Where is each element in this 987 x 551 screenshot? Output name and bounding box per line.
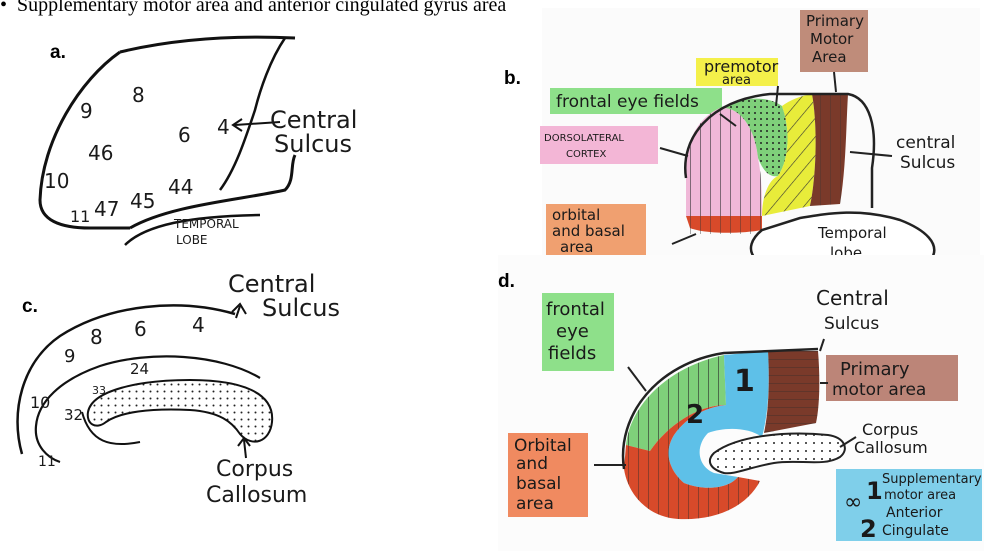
panel-c-num-33: 33 (92, 384, 106, 397)
panel-a-drawing: 9 8 6 4 46 10 11 47 45 44 Central Sulcus… (20, 30, 490, 250)
panel-b-central-label-1: central (896, 133, 955, 153)
panel-d-legend-1-num: 1 (866, 477, 883, 505)
panel-b: b. (500, 8, 980, 278)
panel-c-callosum-label-2: Callosum (206, 483, 307, 508)
panel-c-central-label-2: Sulcus (262, 294, 340, 322)
panel-a: a. 9 8 6 4 46 10 11 47 45 44 Central Sul… (20, 30, 490, 250)
panel-a-temporal-label-1: TEMPORAL (173, 217, 239, 231)
panel-a-num-8: 8 (132, 83, 145, 107)
panel-d-region-1: 1 (734, 364, 755, 399)
panel-d-legend-2-num: 2 (860, 515, 877, 543)
panel-d-legend-2-text-1: Anterior (886, 505, 943, 521)
panel-c-num-4: 4 (192, 313, 205, 337)
panel-c-corpus-callosum (88, 380, 272, 442)
panel-c-callosum-arrow (244, 440, 246, 458)
panel-b-dlpfc-label-2: CORTEX (566, 149, 607, 160)
panel-a-num-46: 46 (88, 141, 113, 165)
panel-d-fef-label-2: eye (556, 321, 589, 342)
panel-a-num-45: 45 (130, 189, 155, 213)
panel-c-num-10: 10 (30, 393, 50, 412)
panel-a-num-4: 4 (217, 115, 230, 139)
panel-b-temporal-label-1: Temporal (817, 224, 887, 242)
panel-d-legend-symbol: ∞ (844, 490, 862, 515)
panel-d: d. (498, 255, 984, 551)
panel-d-central-label-1: Central (816, 286, 889, 310)
panel-a-num-11: 11 (70, 207, 90, 226)
panel-d-callosum-label-1: Corpus (862, 420, 918, 439)
panel-d-orbital-label-3: basal (516, 474, 561, 494)
panel-b-central-label-2: Sulcus (900, 153, 955, 173)
panel-c-drawing: Central Sulcus 9 8 6 4 24 10 33 32 11 Co… (0, 262, 490, 551)
panel-a-num-6: 6 (178, 123, 191, 147)
panel-a-num-9: 9 (80, 99, 93, 123)
panel-b-orbital-stripes (686, 216, 762, 234)
panel-a-central-label-2: Sulcus (274, 130, 352, 158)
panel-c: c. Central Sulcus 9 8 6 4 24 10 33 32 11… (0, 262, 490, 551)
panel-b-primary-label-2: Motor (810, 30, 854, 48)
panel-d-orbital-label-1: Orbital (514, 436, 572, 456)
panel-b-drawing: premotor area Primary Motor Area frontal… (500, 8, 980, 278)
panel-b-fef-label: frontal eye fields (556, 92, 699, 112)
panel-d-fef-label-1: frontal (546, 299, 605, 320)
panel-b-orbital-label-3: area (560, 238, 593, 256)
panel-c-num-24: 24 (130, 360, 149, 378)
panel-b-dlpfc-label-1: DORSOLATERAL (544, 133, 624, 144)
panel-b-primary-label-3: Area (812, 48, 847, 66)
panel-a-num-47: 47 (94, 197, 119, 221)
panel-c-callosum-label-1: Corpus (216, 457, 293, 482)
panel-d-orbital-label-4: area (516, 494, 554, 514)
panel-d-orbital-label-2: and (516, 454, 548, 474)
panel-c-num-32: 32 (64, 406, 83, 424)
panel-d-fef-label-3: fields (548, 343, 596, 364)
panel-d-region-2: 2 (686, 400, 704, 430)
caption-text: Supplementary motor area and anterior ci… (17, 0, 506, 16)
caption-bullet: • (0, 0, 17, 16)
panel-c-num-6: 6 (134, 317, 147, 341)
panel-d-legend-1-text-1: Supplementary (882, 472, 982, 487)
panel-d-legend-1-text-2: motor area (884, 488, 956, 503)
panel-d-primary-label-2: motor area (832, 380, 926, 400)
panel-c-num-9: 9 (64, 346, 75, 367)
panel-a-num-10: 10 (44, 169, 69, 193)
panel-d-primary-label-1: Primary (840, 359, 910, 380)
panel-b-premotor-label-2: area (722, 73, 751, 88)
panel-a-num-44: 44 (168, 175, 193, 199)
panel-d-central-label-2: Sulcus (824, 314, 879, 334)
panel-c-num-11: 11 (38, 454, 56, 470)
panel-c-num-8: 8 (90, 325, 103, 349)
panel-a-top-outline (120, 37, 295, 52)
panel-a-temporal-label-2: LOBE (176, 233, 208, 247)
panel-d-drawing: frontal eye fields Central Sulcus Primar… (498, 255, 984, 551)
panel-d-callosum-label-2: Callosum (854, 438, 928, 457)
panel-b-primary-label-1: Primary (806, 12, 864, 30)
panel-d-legend-2-text-2: Cingulate (882, 523, 949, 539)
